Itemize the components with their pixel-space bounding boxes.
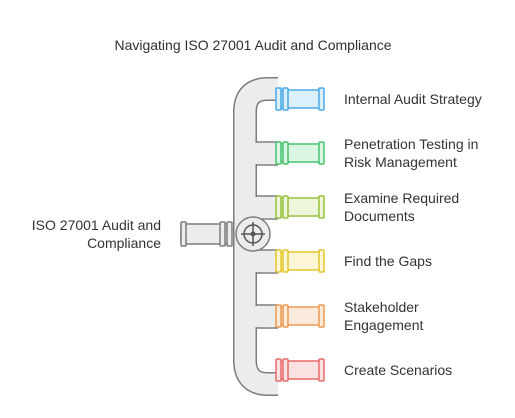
branch-pipe-4	[275, 249, 325, 273]
branch-label-3-line-1: Examine Required	[344, 190, 460, 206]
source-label-line-1: ISO 27001 Audit and	[31, 217, 161, 233]
branch-label-1: Internal Audit Strategy	[344, 90, 482, 108]
branch-label-5-line-1: Stakeholder	[344, 299, 419, 315]
source-label-line-2: Compliance	[87, 235, 161, 251]
branch-label-3-line-2: Documents	[344, 208, 415, 224]
branch-label-4: Find the Gaps	[344, 252, 432, 270]
branch-label-1-line-1: Internal Audit Strategy	[344, 91, 482, 107]
diagram-title: Navigating ISO 27001 Audit and Complianc…	[114, 37, 392, 53]
branch-pipe-6	[275, 358, 325, 382]
branch-pipe-2	[275, 141, 325, 165]
branch-label-2: Penetration Testing in Risk Management	[344, 135, 478, 171]
branch-pipe-5	[275, 304, 325, 328]
valve-icon	[235, 216, 271, 252]
source-label: ISO 27001 Audit and Compliance	[1, 216, 161, 252]
branch-label-2-line-1: Penetration Testing in	[344, 136, 479, 152]
branch-label-6-line-1: Create Scenarios	[344, 362, 453, 378]
input-pipe	[180, 221, 233, 247]
branch-label-2-line-2: Risk Management	[344, 154, 457, 170]
branch-label-5-line-2: Engagement	[344, 317, 424, 333]
branch-label-6: Create Scenarios	[344, 361, 452, 379]
branch-pipe-3	[275, 195, 325, 219]
branch-label-4-line-1: Find the Gaps	[344, 253, 432, 269]
branch-pipes	[275, 87, 325, 382]
branch-pipe-1	[275, 87, 325, 111]
